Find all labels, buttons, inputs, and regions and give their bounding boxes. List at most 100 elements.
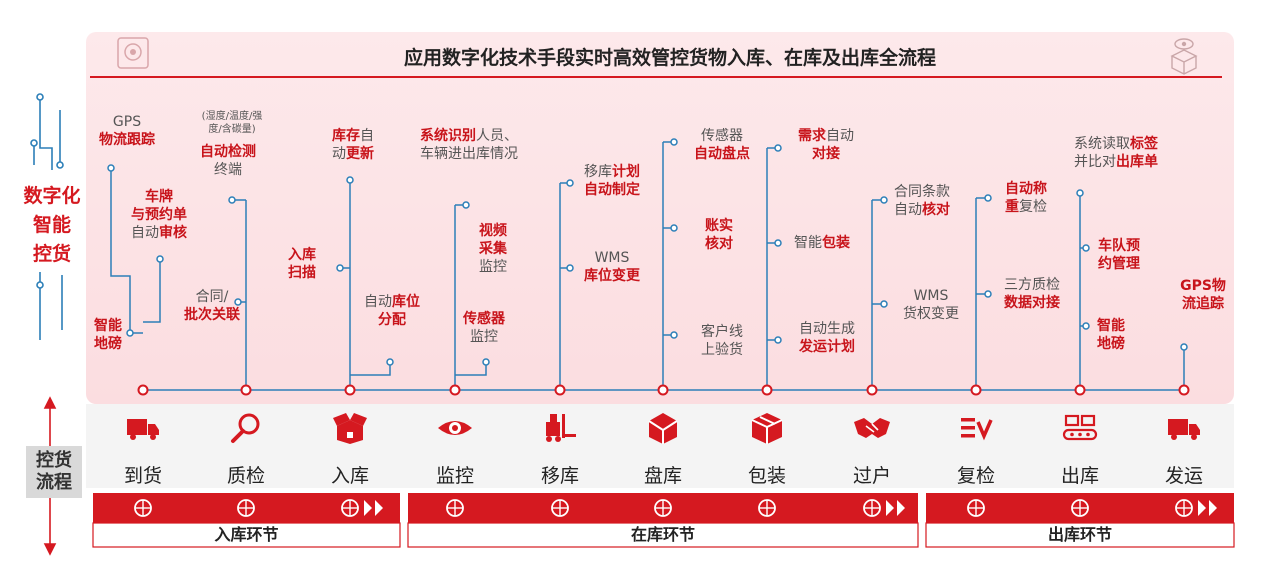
timeline-node [554,384,566,396]
label-segment: 智能 [94,318,122,334]
label-segment: 自动称 [1005,181,1047,197]
label-line: 批次关联 [142,306,282,324]
label-line: 自动盘点 [652,145,792,163]
label-segment: 自动检测 [200,144,256,160]
timeline-node [1178,384,1190,396]
phase-label-box [407,522,919,548]
label-segment: 自动制定 [584,182,640,198]
label-line: 监控 [423,258,563,276]
label-segment: 与预约单 [131,207,187,223]
arrow-right-icon [1209,500,1217,516]
label-segment: 监控 [470,329,498,345]
label-segment: 自动 [894,202,922,218]
timeline-node [866,384,878,396]
label-segment: 批次关联 [184,307,240,323]
label-line: 扫描 [232,264,372,282]
label-line: 货权变更 [861,305,1001,323]
label-detection-note: (湿度/温度/强度/含碳量) [162,110,302,136]
label-line: 智能 [38,317,178,335]
label-inbound-scan: 入库扫描 [232,246,372,282]
label-segment: 自动 [826,128,854,144]
phase-bars [92,493,1235,548]
eye-icon [438,421,472,435]
label-license-plate-review: 车牌与预约单自动审核 [89,188,229,242]
label-segment: 计划 [612,164,640,180]
stem-branch [110,168,143,334]
label-line: 账实 [649,217,789,235]
label-line: 度/含碳量) [162,123,302,136]
label-line: 重复检 [956,198,1096,216]
label-line: 合同/ [142,288,282,306]
label-line: WMS [861,287,1001,305]
stem-dot [462,201,470,209]
label-line: 并比对出库单 [1046,153,1186,171]
arrow-right-icon [375,500,383,516]
timeline-node [657,384,669,396]
label-line: 自动核对 [852,201,992,219]
stem-dot [984,194,992,202]
timeline-axis [137,384,1190,396]
phase-name-2: 出库环节 [1047,525,1112,544]
label-segment: 核对 [922,202,950,218]
label-segment: 自动生成 [799,321,855,337]
checklist-icon [961,418,993,441]
label-auto-reweigh: 自动称重复检 [956,180,1096,216]
stem-dot [880,196,888,204]
label-segment: 需求 [798,128,826,144]
label-line: 发运计划 [757,338,897,356]
stem-dot [1076,189,1084,197]
label-line: 动更新 [283,145,423,163]
stage-name-1: 质检 [226,465,265,487]
label-line: 自动检测 [158,143,298,161]
label-segment: 监控 [479,259,507,275]
side-label-line: 智能 [32,214,71,236]
handshake-icon [854,418,890,438]
side-label-line: 控货 [36,450,72,471]
stem-dot [984,290,992,298]
side-label-control-flow: 控货 流程 [26,446,82,498]
label-auto-slot-allocation: 自动库位分配 [322,293,462,329]
stem-dot [1180,343,1188,351]
timeline-node [344,384,356,396]
label-line: 需求自动 [756,127,896,145]
label-line: 约管理 [1049,255,1189,273]
label-segment: 客户线 [701,324,743,340]
stem-dot [156,255,164,263]
label-segment: 标签 [1130,136,1158,152]
label-line: (湿度/温度/强 [162,110,302,123]
stem-dot [880,300,888,308]
label-auto-detection-terminal: 自动检测终端 [158,143,298,179]
label-demand-auto-match: 需求自动对接 [756,127,896,163]
label-line: 地磅 [38,335,178,353]
label-segment: 入库 [288,247,316,263]
phase-label-box [925,522,1235,548]
robot-icon [117,37,149,69]
label-segment: 合同条款 [894,184,950,200]
label-line: 合同条款 [852,183,992,201]
label-line: 车辆进出库情况 [399,145,539,163]
label-line: 采集 [423,240,563,258]
label-segment: 传感器 [463,311,505,327]
stem-dot [228,196,236,204]
page-title: 应用数字化技术手段实时高效管控货物入库、在库及出库全流程 [403,47,936,69]
label-line: 对接 [756,145,896,163]
timeline-node [449,384,461,396]
stem-dot [774,239,782,247]
timeline-stems [107,138,1188,390]
stem-dot [670,331,678,339]
stage-name-5: 盘库 [643,465,682,487]
label-segment: 车辆进出库情况 [420,146,518,162]
label-line: 自动审核 [89,224,229,242]
label-line: 库存自 [283,127,423,145]
label-line: 智能 [1041,317,1181,335]
label-segment: 终端 [214,162,242,178]
label-segment: 包装 [822,235,850,251]
label-segment: 车队预 [1098,238,1140,254]
label-fleet-booking: 车队预约管理 [1049,237,1189,273]
stem-dot [1082,244,1090,252]
label-customer-inspection: 客户线上验货 [652,323,792,359]
label-line: 核对 [649,235,789,253]
label-account-reconcile: 账实核对 [649,217,789,253]
label-segment: 库位 [392,294,420,310]
